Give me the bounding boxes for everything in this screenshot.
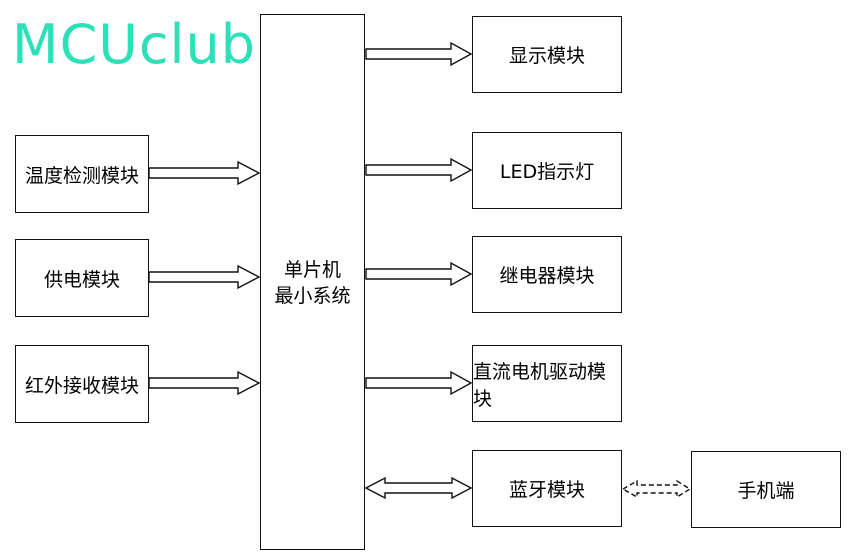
dc-motor-driver-module: 直流电机驱动模块 <box>472 345 622 422</box>
arrow-temperature-to-mcu <box>148 160 261 186</box>
arrow-mcu-to-display <box>365 41 473 67</box>
led-indicator-label: LED指示灯 <box>499 161 595 183</box>
power-supply-label: 供电模块 <box>43 268 120 291</box>
arrow-bluetooth-phone-wireless <box>621 479 692 499</box>
bluetooth-module-label: 蓝牙模块 <box>508 479 585 501</box>
arrow-mcu-bluetooth-bidirectional <box>364 476 473 500</box>
arrow-mcu-to-relay <box>365 261 473 287</box>
display-module: 显示模块 <box>472 16 622 93</box>
temperature-detection-label: 温度检测模块 <box>24 164 139 187</box>
power-supply-module: 供电模块 <box>15 239 149 317</box>
infrared-receiver-label: 红外接收模块 <box>24 374 139 397</box>
phone-terminal-label: 手机端 <box>737 480 795 502</box>
arrow-infrared-to-mcu <box>148 370 261 396</box>
led-indicator-module: LED指示灯 <box>472 132 622 209</box>
mcu-label-line1: 单片机 <box>283 259 341 281</box>
display-module-label: 显示模块 <box>508 45 585 67</box>
arrow-mcu-to-led <box>365 157 473 183</box>
phone-terminal-block: 手机端 <box>691 451 841 528</box>
watermark-logo: MCUclub <box>12 13 257 76</box>
mcu-minimum-system-block: 单片机 最小系统 <box>260 14 365 550</box>
bluetooth-module: 蓝牙模块 <box>472 450 622 527</box>
dc-motor-driver-label: 直流电机驱动模块 <box>473 360 607 410</box>
arrow-mcu-to-motor-driver <box>365 370 473 396</box>
arrow-power-to-mcu <box>148 264 261 290</box>
relay-module: 继电器模块 <box>472 236 622 313</box>
mcu-label-line2: 最小系统 <box>274 285 351 307</box>
relay-module-label: 继电器模块 <box>499 265 595 287</box>
infrared-receiver-module: 红外接收模块 <box>15 345 149 423</box>
